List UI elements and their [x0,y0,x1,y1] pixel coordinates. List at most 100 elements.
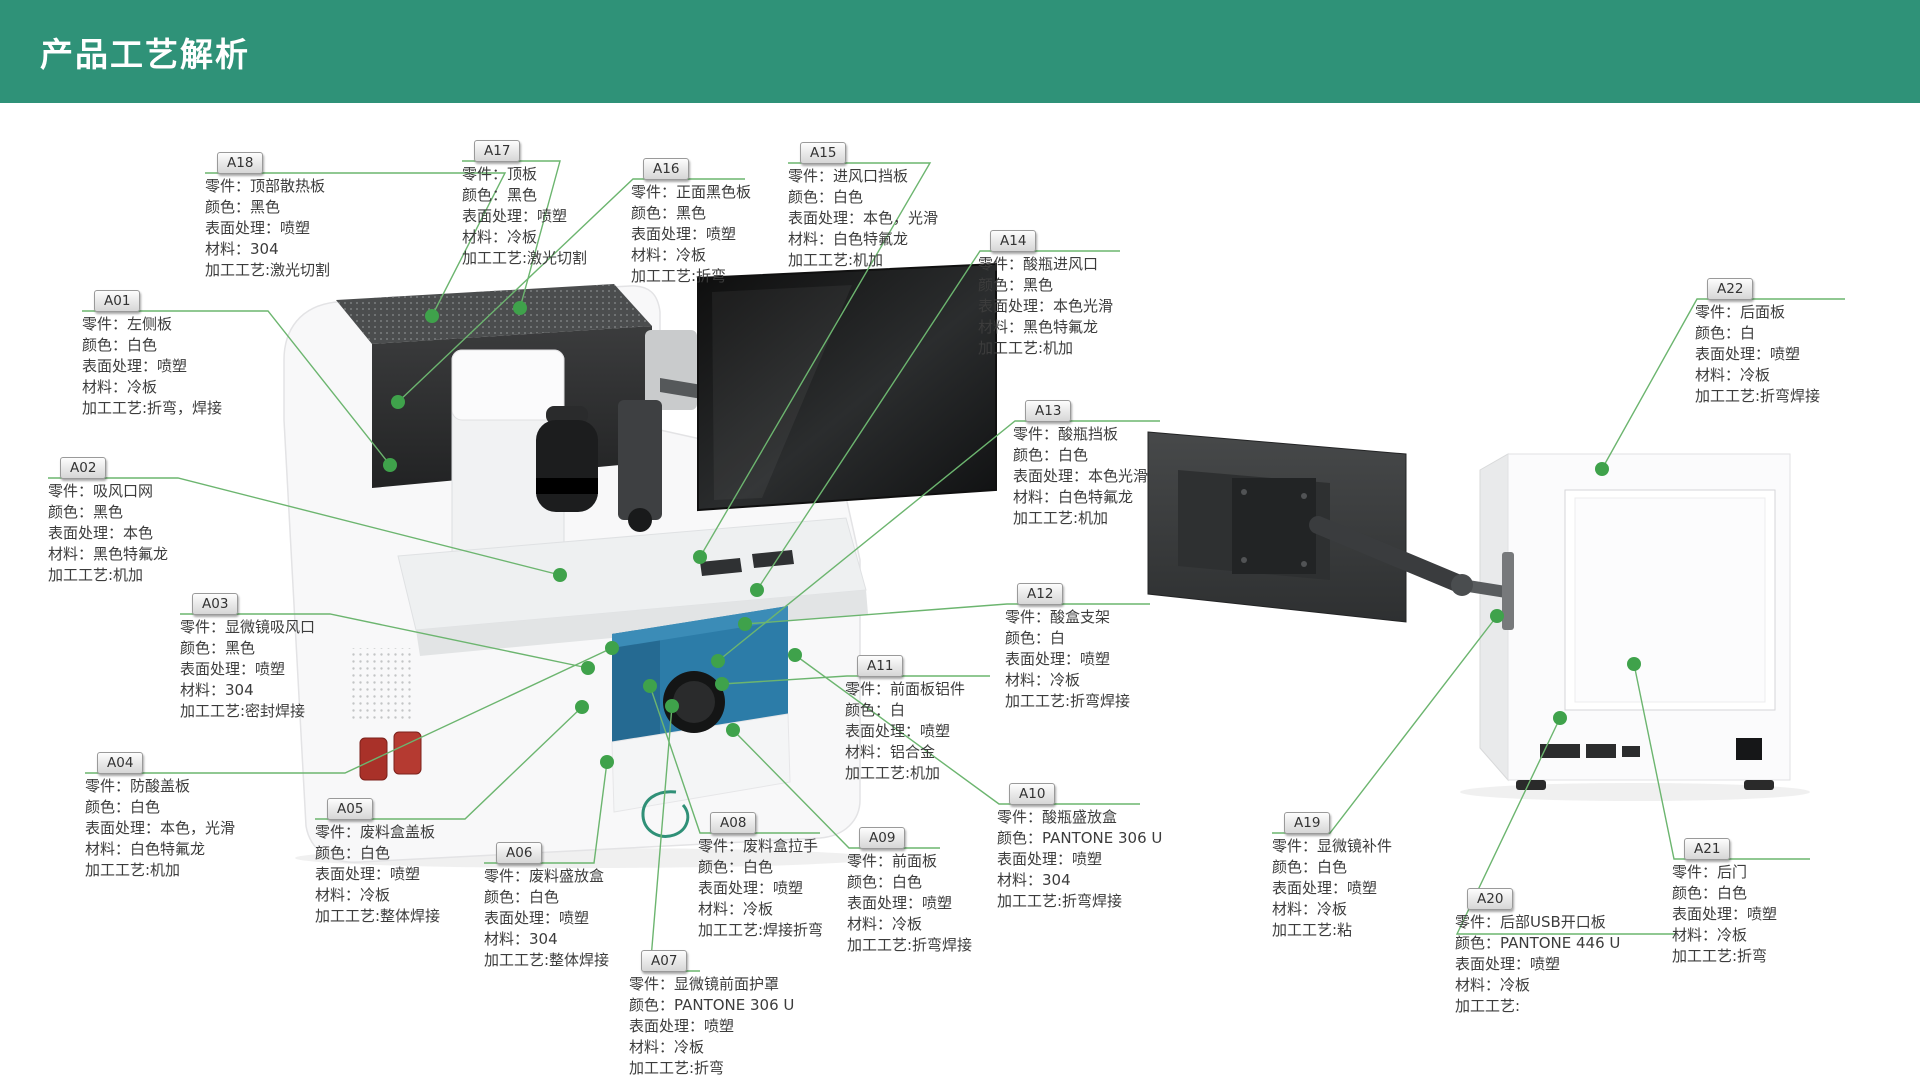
callout-badge-A05[interactable]: A05 [327,798,374,820]
callout-A13-part: 零件：酸瓶挡板 [1013,425,1119,443]
callout-A13-surface: 表面处理：本色光滑 [1013,467,1149,485]
callout-badge-A16[interactable]: A16 [643,158,690,180]
callout-A13-color: 颜色：白色 [1013,446,1089,464]
callout-A09-process: 加工工艺:折弯焊接 [847,936,973,954]
callout-A21-surface: 表面处理：喷塑 [1672,905,1778,923]
callout-badge-A09[interactable]: A09 [859,827,906,849]
callout-badge-A20[interactable]: A20 [1467,888,1514,910]
callout-A16-material: 材料：冷板 [631,246,707,264]
callout-A15-surface: 表面处理：本色，光滑 [788,209,939,227]
callout-A12-color: 颜色：白 [1005,629,1066,647]
callout-A12-process: 加工工艺:折弯焊接 [1005,692,1131,710]
callout-A12: A12 零件：酸盒支架颜色：白表面处理：喷塑材料：冷板加工工艺:折弯焊接 [1005,583,1130,712]
callout-A01-surface: 表面处理：喷塑 [82,357,188,375]
callout-A10-part: 零件：酸瓶盛放盒 [997,808,1118,826]
camera-lens [628,508,652,532]
callout-A10-color: 颜色：PANTONE 306 U [997,829,1163,847]
callout-A17-part: 零件：顶板 [462,165,538,183]
callout-A15-material: 材料：白色特氟龙 [788,230,909,248]
callout-A18-process: 加工工艺:激光切割 [205,261,331,279]
callout-badge-A21[interactable]: A21 [1684,838,1731,860]
callout-A16-surface: 表面处理：喷塑 [631,225,737,243]
callout-A05-color: 颜色：白色 [315,844,391,862]
callout-A22-process: 加工工艺:折弯焊接 [1695,387,1821,405]
callout-A06-surface: 表面处理：喷塑 [484,909,590,927]
callout-A03-process: 加工工艺:密封焊接 [180,702,306,720]
callout-badge-A12[interactable]: A12 [1017,583,1064,605]
callout-A12-material: 材料：冷板 [1005,671,1081,689]
callout-badge-A19[interactable]: A19 [1284,812,1331,834]
callout-A10-process: 加工工艺:折弯焊接 [997,892,1123,910]
callout-A05-process: 加工工艺:整体焊接 [315,907,441,925]
callout-badge-A11[interactable]: A11 [857,655,904,677]
page-title: 产品工艺解析 [40,34,250,74]
callout-A19-part: 零件：显微镜补件 [1272,837,1393,855]
callout-A19-surface: 表面处理：喷塑 [1272,879,1378,897]
callout-A05-part: 零件：废料盒盖板 [315,823,436,841]
callout-badge-A17[interactable]: A17 [474,140,521,162]
callout-A09-surface: 表面处理：喷塑 [847,894,953,912]
callout-A03-material: 材料：304 [180,681,254,699]
callout-badge-A13[interactable]: A13 [1025,400,1072,422]
header-band: 产品工艺解析 [0,0,1920,103]
callout-A09-material: 材料：冷板 [847,915,923,933]
callout-badge-A03[interactable]: A03 [192,593,239,615]
callout-A15-part: 零件：进风口挡板 [788,167,909,185]
vesa-screw-1 [1241,489,1247,495]
callout-A15-color: 颜色：白色 [788,188,864,206]
callout-badge-A06[interactable]: A06 [496,842,543,864]
callout-badge-A10[interactable]: A10 [1009,783,1056,805]
callout-A12-surface: 表面处理：喷塑 [1005,650,1111,668]
callout-A14-process: 加工工艺:机加 [978,339,1074,357]
callout-A08-process: 加工工艺:焊接折弯 [698,921,824,939]
callout-A08-part: 零件：废料盒拉手 [698,837,819,855]
callout-A12-part: 零件：酸盒支架 [1005,608,1111,626]
callout-A22-color: 颜色：白 [1695,324,1756,342]
callout-A16-color: 颜色：黑色 [631,204,707,222]
callout-A20-part: 零件：后部USB开口板 [1455,913,1606,931]
callout-badge-A04[interactable]: A04 [97,752,144,774]
callout-badge-A01[interactable]: A01 [94,290,141,312]
callout-A04-surface: 表面处理：本色，光滑 [85,819,236,837]
callout-A01-material: 材料：冷板 [82,378,158,396]
callout-A06-part: 零件：废料盛放盒 [484,867,605,885]
arm-joint [1451,574,1473,596]
callout-A11-process: 加工工艺:机加 [845,764,941,782]
callout-A04-part: 零件：防酸盖板 [85,777,191,795]
callout-badge-A07[interactable]: A07 [641,950,688,972]
callout-badge-A15[interactable]: A15 [800,142,847,164]
callout-A02-process: 加工工艺:机加 [48,566,144,584]
callout-A03-color: 颜色：黑色 [180,639,256,657]
callout-A05-material: 材料：冷板 [315,886,391,904]
callout-A04-color: 颜色：白色 [85,798,161,816]
callout-badge-A08[interactable]: A08 [710,812,757,834]
callout-A16-process: 加工工艺:折弯 [631,267,727,285]
callout-badge-A22[interactable]: A22 [1707,278,1754,300]
callout-A19-material: 材料：冷板 [1272,900,1348,918]
callout-badge-A18[interactable]: A18 [217,152,264,174]
callout-A06-material: 材料：304 [484,930,558,948]
callout-badge-A02[interactable]: A02 [60,457,107,479]
callout-badge-A14[interactable]: A14 [990,230,1037,252]
callout-A20-process: 加工工艺: [1455,997,1521,1015]
callout-A11-part: 零件：前面板铝件 [845,680,966,698]
callout-A11-color: 颜色：白 [845,701,906,719]
camera-optics [618,400,662,520]
arm-mount-plate [1502,552,1514,630]
callout-A02-color: 颜色：黑色 [48,503,124,521]
callout-A08-material: 材料：冷板 [698,900,774,918]
callout-A16-part: 零件：正面黑色板 [631,183,752,201]
callout-A03-part: 零件：显微镜吸风口 [180,618,316,636]
